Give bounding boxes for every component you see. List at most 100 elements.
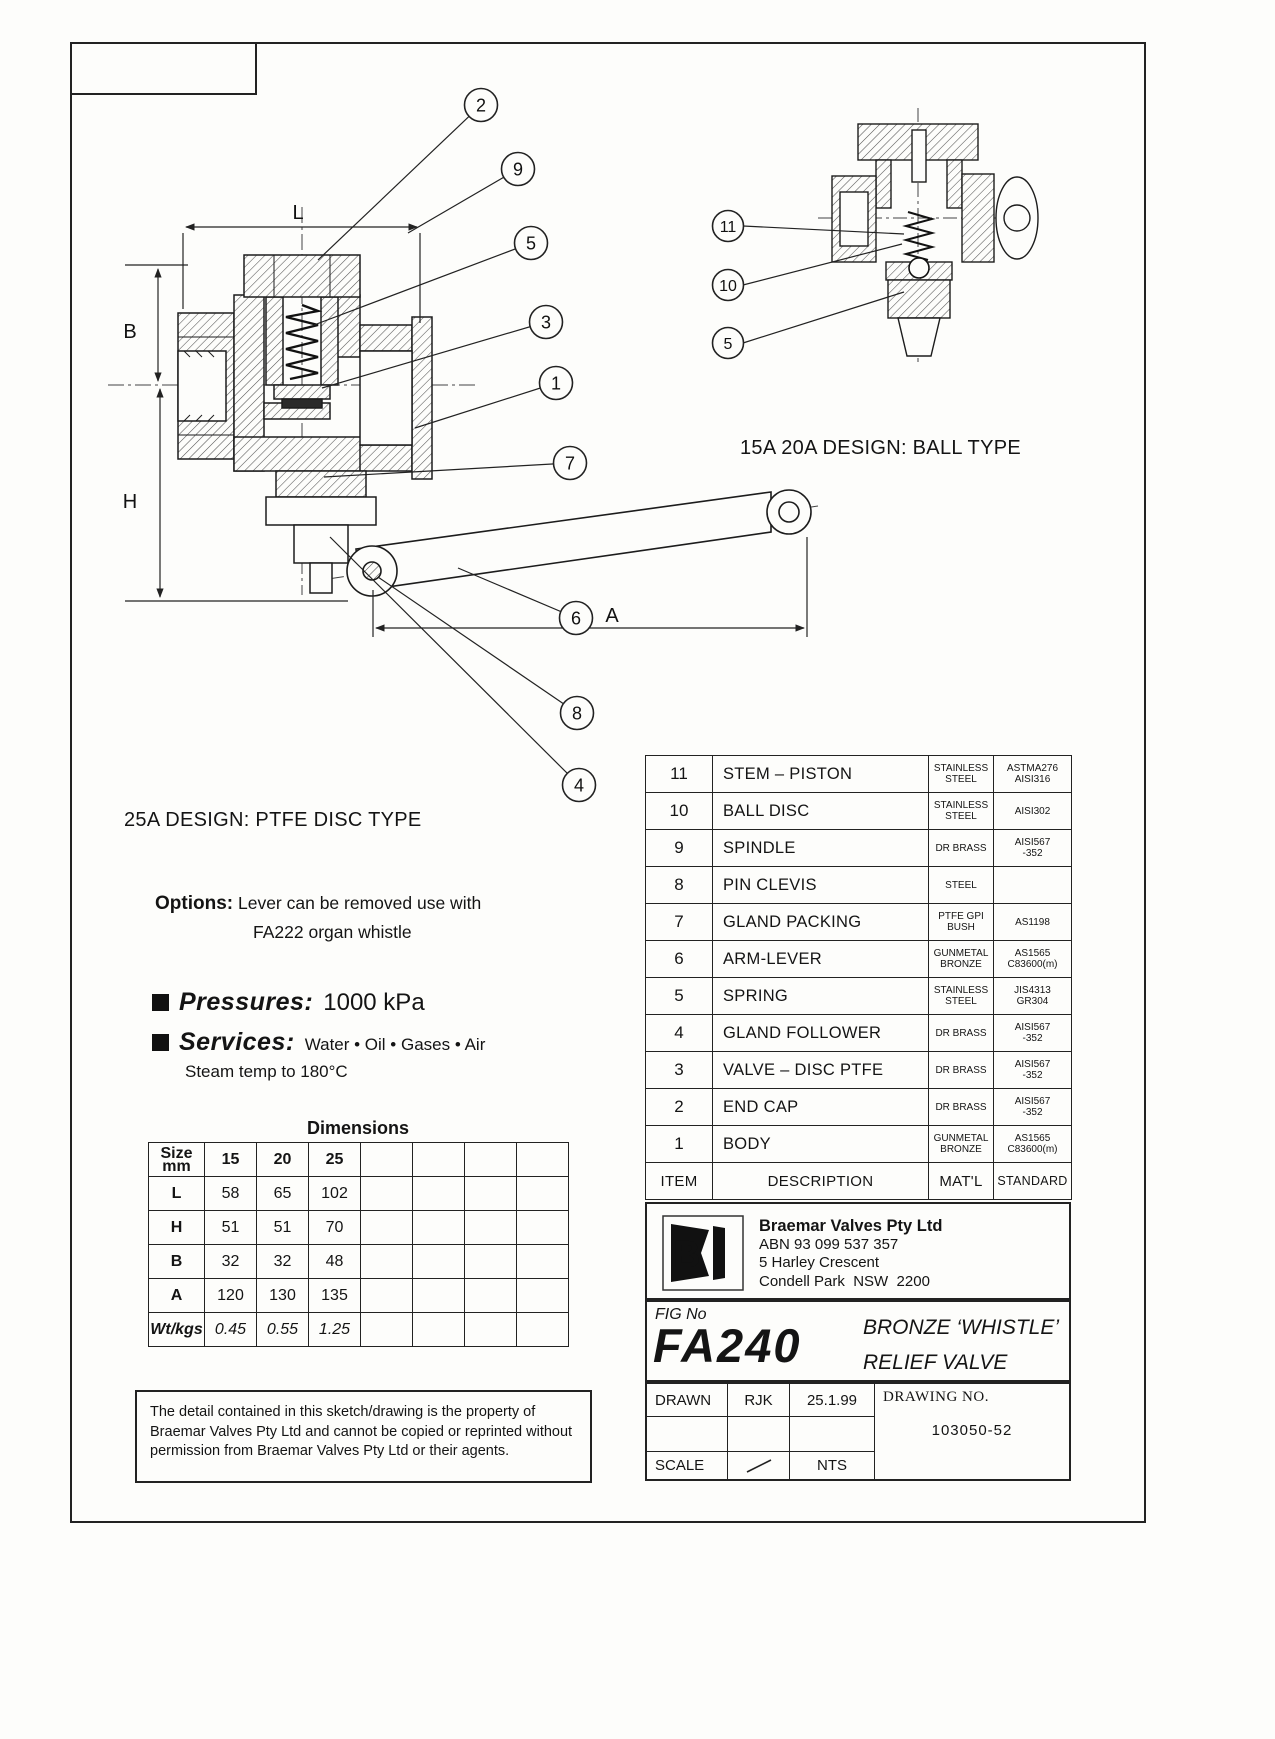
main-valve-drawing: L B H A 2 9 <box>108 87 819 803</box>
parts-row: 4 GLAND FOLLOWER DR BRASS AISI567 -352 <box>645 1014 1072 1052</box>
dim-header-row: Size mm 15 20 25 <box>148 1142 569 1177</box>
drawing-no-value: 103050-52 <box>931 1422 1013 1439</box>
sheet-border <box>70 42 1146 1523</box>
drawn-label: DRAWN <box>647 1384 728 1417</box>
parts-header-row: ITEM DESCRIPTION MAT'L STANDARD <box>645 1162 1072 1200</box>
spring <box>285 303 323 381</box>
part-standard <box>993 866 1072 904</box>
empty-cell <box>728 1417 790 1451</box>
company-street: 5 Harley Crescent <box>759 1254 880 1271</box>
dim-label-A: A <box>605 605 619 627</box>
dim-value <box>464 1278 517 1313</box>
callout-6: 6 <box>558 600 594 636</box>
company-name: Braemar Valves Pty Ltd <box>759 1217 943 1235</box>
part-material: STAINLESS STEEL <box>928 977 994 1015</box>
part-material: GUNMETAL BRONZE <box>928 940 994 978</box>
part-item-number: 1 <box>645 1125 713 1163</box>
dimension-B <box>125 264 188 382</box>
dim-value <box>464 1244 517 1279</box>
dim-row-weight: Wt/kgs 0.45 0.55 1.25 <box>148 1312 569 1347</box>
part-material: DR BRASS <box>928 1088 994 1126</box>
drawn-by-value: RJK <box>728 1384 790 1417</box>
services-value: Water • Oil • Gases • Air <box>304 1035 486 1054</box>
part-description: ARM-LEVER <box>712 940 929 978</box>
part-description: SPRING <box>712 977 929 1015</box>
dim-value: 32 <box>256 1244 309 1279</box>
dim-corner-cell: Size mm <box>148 1142 205 1177</box>
callout-1: 1 <box>538 365 574 401</box>
part-standard: ASTMA276 AISI316 <box>993 755 1072 793</box>
dim-row-label: Wt/kgs <box>148 1312 205 1347</box>
parts-row: 8 PIN CLEVIS STEEL <box>645 866 1072 904</box>
dim-value: 0.45 <box>204 1312 257 1347</box>
services-note: Steam temp to 180°C <box>185 1062 348 1081</box>
callout-2: 2 <box>463 87 499 123</box>
dim-value: 102 <box>308 1176 361 1211</box>
part-item-number: 6 <box>645 940 713 978</box>
thread-ticks <box>183 350 215 422</box>
svg-text:1: 1 <box>551 374 561 394</box>
part-standard: AISI567 -352 <box>993 829 1072 867</box>
part-description: BALL DISC <box>712 792 929 830</box>
svg-text:B: B <box>673 1234 700 1276</box>
part-item-number: 4 <box>645 1014 713 1052</box>
dim-value <box>412 1176 465 1211</box>
dim-value <box>360 1176 413 1211</box>
drawn-date-value: 25.1.99 <box>790 1384 875 1417</box>
dim-label-H: H <box>123 491 137 513</box>
company-city: Condell Park NSW 2200 <box>759 1272 930 1290</box>
parts-row: 5 SPRING STAINLESS STEEL JIS4313 GR304 <box>645 977 1072 1015</box>
part-description: STEM – PISTON <box>712 755 929 793</box>
empty-cell <box>647 1417 728 1451</box>
dim-value <box>412 1278 465 1313</box>
scale-slash-icon <box>728 1451 790 1479</box>
product-title: BRONZE ‘WHISTLE’ RELIEF VALVE <box>863 1310 1059 1380</box>
callout-leaders <box>313 104 580 786</box>
product-title-line1: BRONZE ‘WHISTLE’ <box>863 1316 1060 1339</box>
part-material: STEEL <box>928 866 994 904</box>
options-text-line2: FA222 organ whistle <box>253 922 412 942</box>
company-block: B Braemar Valves Pty Ltd ABN 93 099 537 … <box>645 1202 1071 1300</box>
parts-row: 1 BODY GUNMETAL BRONZE AS1565 C83600(m) <box>645 1125 1072 1163</box>
drawing-no-label: DRAWING NO. <box>883 1389 989 1405</box>
product-title-line2: RELIEF VALVE <box>863 1351 1008 1374</box>
options-label: Options: <box>155 893 234 914</box>
part-item-number: 11 <box>645 755 713 793</box>
valve-body-section <box>177 254 433 480</box>
part-description: SPINDLE <box>712 829 929 867</box>
dim-size-cell <box>516 1142 569 1177</box>
drawing-number-cell: DRAWING NO. 103050-52 <box>875 1384 1069 1479</box>
callout-9: 9 <box>500 151 536 187</box>
pin-clevis <box>362 561 382 581</box>
callout-10: 10 <box>711 268 745 302</box>
dim-size-cell <box>464 1142 517 1177</box>
dim-value <box>464 1210 517 1245</box>
part-description: GLAND FOLLOWER <box>712 1014 929 1052</box>
ball-disc <box>908 257 930 279</box>
dimension-H <box>125 388 348 602</box>
dim-row-label: H <box>148 1210 205 1245</box>
dim-value <box>360 1244 413 1279</box>
svg-text:9: 9 <box>513 160 523 180</box>
title-corner-box <box>70 42 257 95</box>
dim-label-L: L <box>292 202 303 224</box>
part-item-number: 9 <box>645 829 713 867</box>
dim-value: 130 <box>256 1278 309 1313</box>
dim-value <box>412 1244 465 1279</box>
dim-value <box>516 1312 569 1347</box>
fig-no-label: FIG No <box>655 1306 707 1323</box>
dim-value: 120 <box>204 1278 257 1313</box>
part-item-number: 10 <box>645 792 713 830</box>
dim-value <box>360 1278 413 1313</box>
disclaimer-note: The detail contained in this sketch/draw… <box>135 1390 592 1483</box>
parts-row: 3 VALVE – DISC PTFE DR BRASS AISI567 -35… <box>645 1051 1072 1089</box>
caption-ball-type: 15A 20A DESIGN: BALL TYPE <box>740 437 1021 459</box>
dim-row-L: L 58 65 102 <box>148 1176 569 1211</box>
part-standard: AISI567 -352 <box>993 1014 1072 1052</box>
square-bullet-icon <box>152 994 169 1011</box>
detail-spring <box>902 211 936 261</box>
part-material: STAINLESS STEEL <box>928 755 994 793</box>
dim-value <box>464 1176 517 1211</box>
parts-header-item: ITEM <box>645 1162 713 1200</box>
